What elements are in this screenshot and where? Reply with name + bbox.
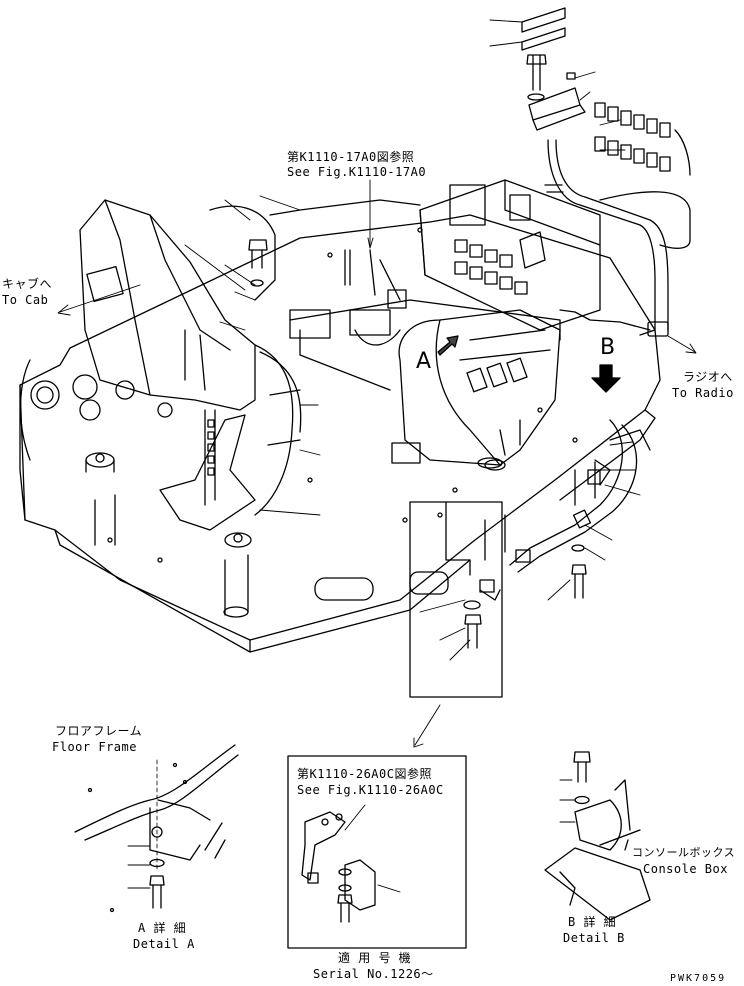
to-radio-arrow <box>668 336 696 353</box>
mark-b: B <box>600 335 616 360</box>
detail-b-jp: B 詳 細 <box>568 915 617 929</box>
inset-arrow <box>414 705 440 747</box>
floor-frame-en: Floor Frame <box>52 740 137 754</box>
center-bolt <box>249 240 586 697</box>
drawing-code: PWK7059 <box>670 973 727 984</box>
to-radio-jp: ラジオへ <box>683 370 733 384</box>
mark-a: A <box>416 349 432 374</box>
floor-frame-jp: フロアフレーム <box>55 724 143 738</box>
serial-en: Serial No.1226～ <box>313 967 434 981</box>
relay-cluster <box>595 103 690 175</box>
left-console <box>80 200 420 530</box>
top-bolt-assembly <box>522 8 690 175</box>
to-cab-jp: キャブへ <box>2 277 53 291</box>
console-box-jp: コンソールボックス <box>632 846 736 859</box>
detail-a-en: Detail A <box>133 937 195 951</box>
serial-inset-frame <box>288 756 466 948</box>
to-radio-en: To Radio <box>672 386 734 400</box>
to-cab-arrow <box>58 285 140 315</box>
reference-inset-jp: 第K1110-26A0C図参照 <box>297 767 432 781</box>
leader-lines <box>185 20 640 660</box>
center-console <box>290 250 560 468</box>
console-box-en: Console Box <box>643 862 728 876</box>
reference-top-jp: 第K1110-17A0図参照 <box>287 150 415 164</box>
relay-box <box>420 180 600 330</box>
detail-b <box>545 752 650 920</box>
reference-top-en: See Fig.K1110-17A0 <box>287 165 427 179</box>
detail-a <box>75 745 238 912</box>
detail-b-en: Detail B <box>563 931 625 945</box>
detail-b-arrow <box>592 365 620 392</box>
reference-inset-en: See Fig.K1110-26A0C <box>297 783 444 797</box>
detail-a-jp: A 詳 細 <box>138 921 187 935</box>
detail-a-arrow <box>438 336 458 355</box>
to-cab-en: To Cab <box>2 293 49 307</box>
floor-frame-plate <box>20 215 660 652</box>
serial-jp: 適 用 号 機 <box>338 951 412 965</box>
